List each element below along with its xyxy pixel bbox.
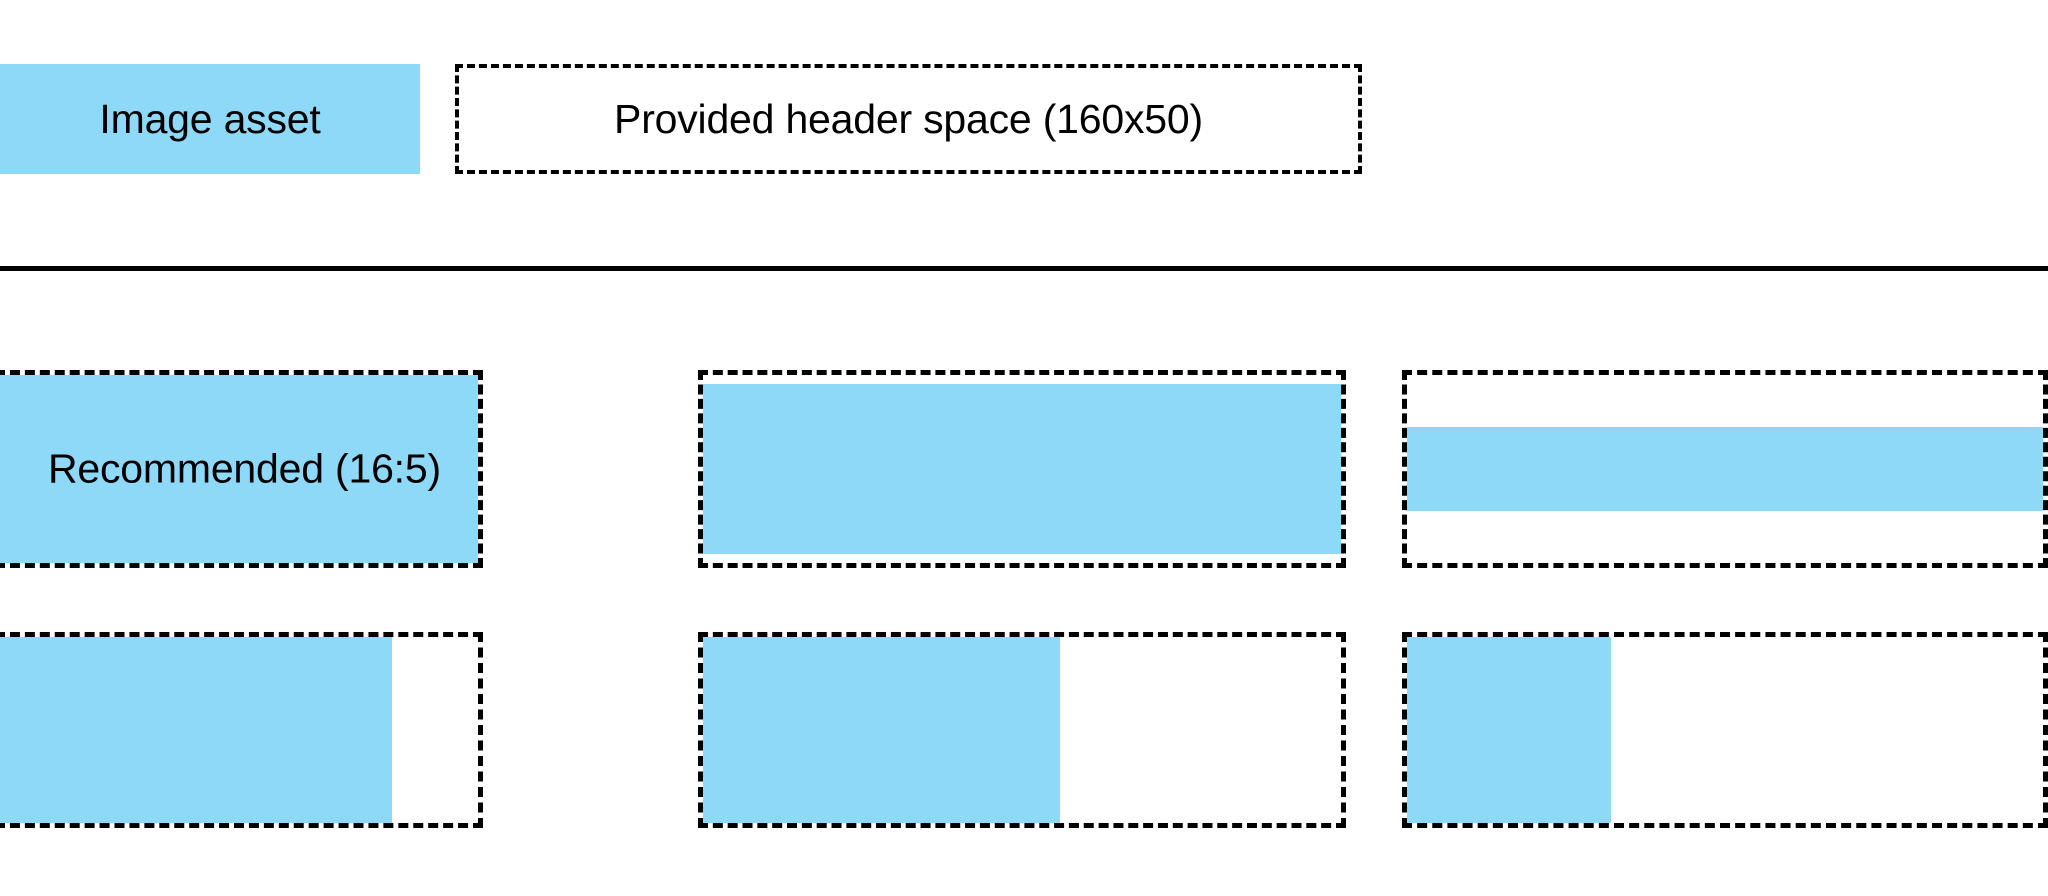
card-recommended: Recommended (16:5) [0, 370, 483, 568]
card-band [1402, 370, 2048, 568]
card-fill-narrow [1402, 632, 2048, 828]
card-shorter [698, 370, 1346, 568]
provided-header-space-label: Provided header space (160x50) [614, 95, 1203, 142]
card-fill-medium-fill [703, 637, 1061, 823]
card-fill-medium [698, 632, 1346, 828]
provided-header-space-box: Provided header space (160x50) [455, 64, 1362, 174]
image-asset-label: Image asset [99, 95, 321, 142]
card-fill-wide [0, 632, 483, 828]
card-band-fill [1407, 427, 2043, 511]
card-fill-wide-fill [0, 637, 392, 823]
image-asset-swatch: Image asset [0, 64, 420, 174]
card-fill-narrow-fill [1407, 637, 1611, 823]
header-row: Image asset Provided header space (160x5… [0, 64, 2048, 174]
card-recommended-caption: Recommended (16:5) [48, 445, 441, 492]
section-divider [0, 266, 2048, 271]
card-recommended-fill [0, 375, 478, 563]
card-shorter-fill [703, 384, 1341, 554]
